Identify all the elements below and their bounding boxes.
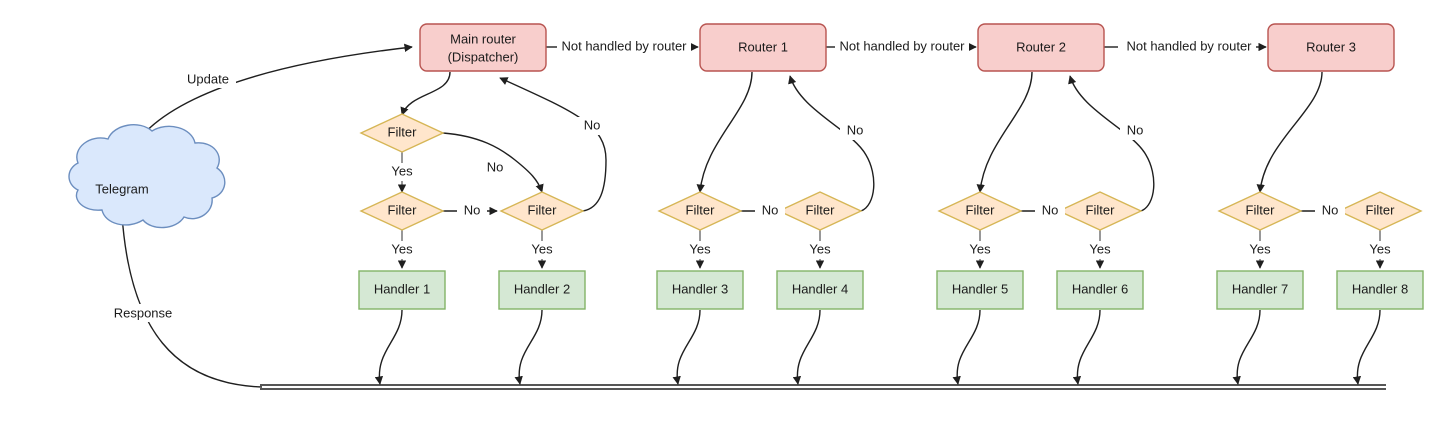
label-no-g4-mid: No [1315, 202, 1345, 220]
label-no-g1-top: No [480, 159, 510, 177]
edge-filter4-no-to-router1 [788, 75, 875, 212]
edge-handler8-to-bar [1352, 309, 1381, 385]
node-handler-8[interactable]: Handler 8 [1336, 270, 1424, 310]
node-filter-6[interactable]: Filter [1057, 191, 1143, 231]
node-handler-5[interactable]: Handler 5 [936, 270, 1024, 310]
label-yes-9-text: Yes [1369, 241, 1391, 256]
node-filter-4[interactable]: Filter [777, 191, 863, 231]
label-not-handled-2: Not handled by router [835, 38, 969, 56]
node-filter-1[interactable]: Filter [359, 191, 445, 231]
edge-handler3-to-bar [672, 309, 701, 385]
node-filter-7[interactable]: Filter [1217, 191, 1303, 231]
node-filter-2[interactable]: Filter [499, 191, 585, 231]
label-yes-1: Yes [384, 163, 420, 181]
node-router-2[interactable]: Router 2 [977, 23, 1105, 72]
edge-response [118, 214, 263, 388]
label-yes-2: Yes [384, 241, 420, 259]
label-yes-7-text: Yes [1089, 241, 1111, 256]
node-handler-7[interactable]: Handler 7 [1216, 270, 1304, 310]
label-yes-5: Yes [802, 241, 838, 259]
label-not-handled-3-text: Not handled by router [1126, 38, 1252, 53]
label-no-g2-back-text: No [847, 122, 864, 137]
edge-handler1-to-bar [374, 309, 403, 385]
edge-filter0-no-to-filter2 [442, 132, 544, 193]
label-response-text: Response [114, 305, 173, 320]
node-filter-5[interactable]: Filter [937, 191, 1023, 231]
label-no-g3-mid: No [1035, 202, 1065, 220]
label-no-g1-back: No [577, 117, 607, 135]
label-not-handled-2-text: Not handled by router [839, 38, 965, 53]
edge-filter6-no-to-router2 [1068, 75, 1155, 212]
label-no-g1-mid-text: No [464, 202, 481, 217]
edge-router1-to-filter3 [696, 71, 753, 193]
edge-handler4-to-bar [792, 309, 821, 385]
label-yes-3-text: Yes [531, 241, 553, 256]
edge-filter2-no-to-mainrouter [499, 77, 607, 212]
label-yes-2-text: Yes [391, 241, 413, 256]
label-update: Update [180, 70, 236, 88]
label-yes-8: Yes [1242, 241, 1278, 259]
node-router-3[interactable]: Router 3 [1267, 23, 1395, 72]
node-handler-6[interactable]: Handler 6 [1056, 270, 1144, 310]
edge-handler5-to-bar [952, 309, 981, 385]
label-yes-6-text: Yes [969, 241, 991, 256]
edge-handler6-to-bar [1072, 309, 1101, 385]
edge-router2-to-filter5 [976, 71, 1033, 193]
edge-mainrouter-to-filter0 [400, 71, 451, 116]
label-no-g1-mid: No [457, 202, 487, 220]
label-update-text: Update [187, 71, 229, 86]
node-router-1[interactable]: Router 1 [699, 23, 827, 72]
label-yes-5-text: Yes [809, 241, 831, 256]
label-no-g2-mid: No [755, 202, 785, 220]
label-yes-3: Yes [524, 241, 560, 259]
label-yes-4-text: Yes [689, 241, 711, 256]
node-main-router[interactable]: Main router (Dispatcher) [419, 23, 547, 72]
label-yes-6: Yes [962, 241, 998, 259]
label-no-g2-back: No [840, 122, 870, 140]
edge-handler7-to-bar [1232, 309, 1261, 385]
edge-router3-to-filter7 [1256, 71, 1323, 193]
node-handler-4[interactable]: Handler 4 [776, 270, 864, 310]
telegram-cloud[interactable]: Telegram [68, 124, 226, 229]
merge-bar [260, 384, 1386, 390]
label-yes-9: Yes [1362, 241, 1398, 259]
node-handler-1[interactable]: Handler 1 [358, 270, 446, 310]
node-handler-2[interactable]: Handler 2 [498, 270, 586, 310]
label-no-g1-back-text: No [584, 117, 601, 132]
label-no-g3-mid-text: No [1042, 202, 1059, 217]
label-response: Response [107, 304, 179, 322]
label-no-g3-back: No [1120, 122, 1150, 140]
label-no-g4-mid-text: No [1322, 202, 1339, 217]
label-not-handled-1: Not handled by router [557, 38, 691, 56]
node-handler-3[interactable]: Handler 3 [656, 270, 744, 310]
edge-handler2-to-bar [514, 309, 543, 385]
label-yes-1-text: Yes [391, 163, 413, 178]
node-filter-3[interactable]: Filter [657, 191, 743, 231]
node-filter-8[interactable]: Filter [1337, 191, 1423, 231]
label-no-g2-mid-text: No [762, 202, 779, 217]
label-not-handled-1-text: Not handled by router [561, 38, 687, 53]
label-yes-4: Yes [682, 241, 718, 259]
label-no-g3-back-text: No [1127, 122, 1144, 137]
label-no-g1-top-text: No [487, 159, 504, 174]
label-yes-7: Yes [1082, 241, 1118, 259]
node-filter-0[interactable]: Filter [359, 113, 445, 153]
label-yes-8-text: Yes [1249, 241, 1271, 256]
label-not-handled-3: Not handled by router [1122, 38, 1256, 56]
